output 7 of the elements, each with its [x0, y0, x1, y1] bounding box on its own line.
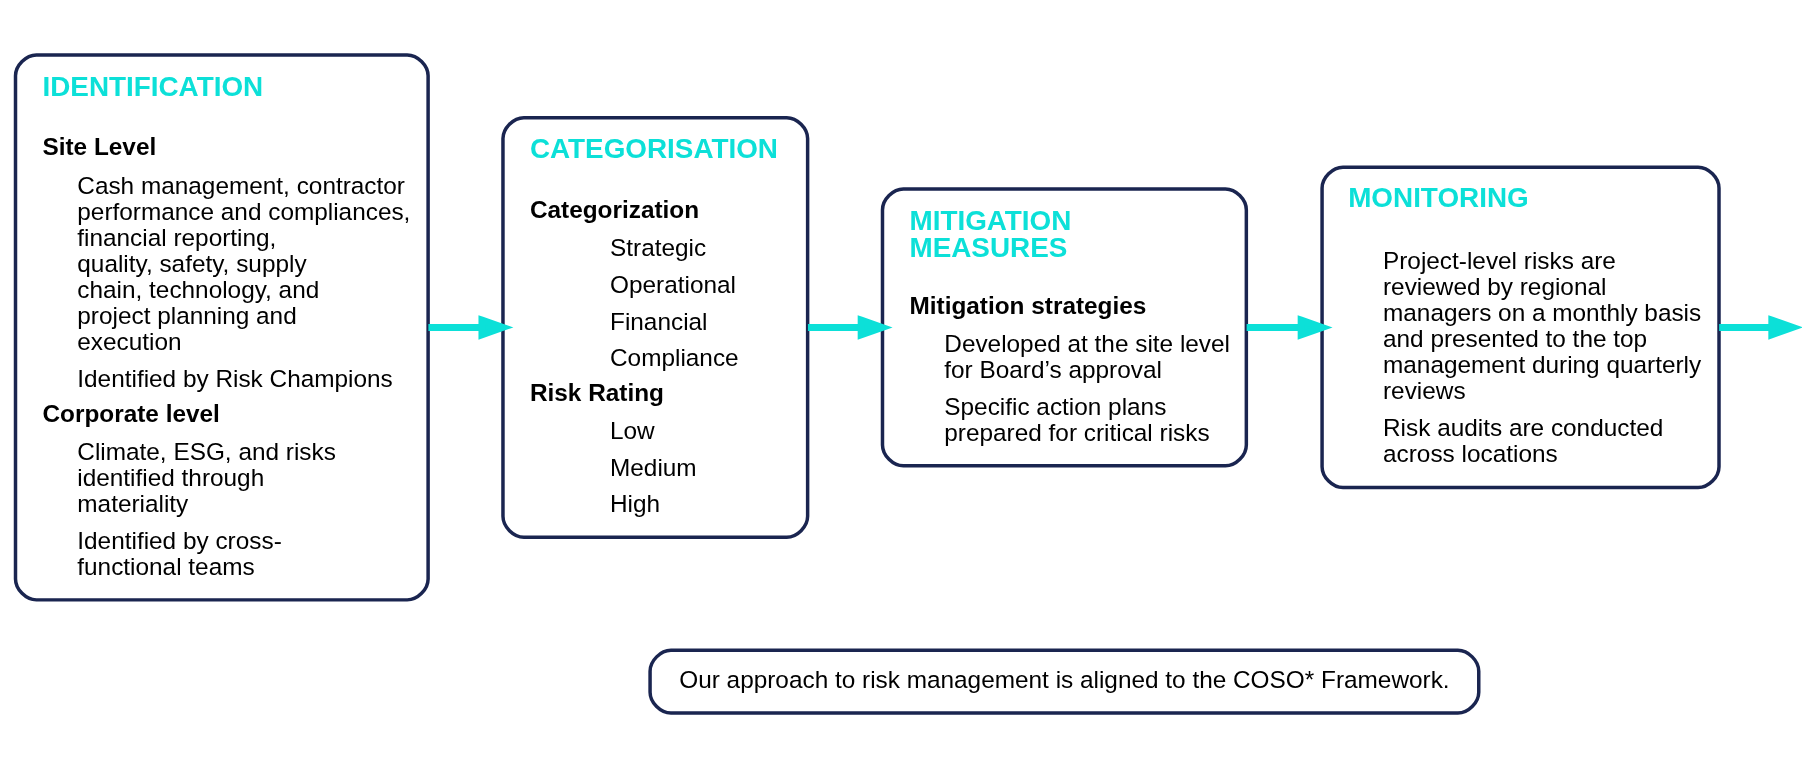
node-box: IDENTIFICATION Site Level Cash management, contractor performance and compliances, financial reporting, quality, safety, supply chain, technology, and project planning and execution Identified by Risk Champions Corporate level Climate, ESG, and risks identified through materiality Identified by cross-functional teams: [13, 52, 430, 602]
node-box: MONITORING Project-level risks are reviewed by regional managers on a monthly basis and presented to the top management during quarterly reviews Risk audits are conducted across locations: [1320, 165, 1721, 489]
node-box: CATEGORISATION Categorization Strategic Operational Financial Compliance Risk Rating Low Medium High: [501, 115, 810, 539]
arrow: [807, 314, 893, 340]
arrow: [1246, 314, 1333, 340]
node-box: Our approach to risk management is aligned to the COSO* Framework.: [648, 648, 1481, 715]
node-box: MITIGATION MEASURES Mitigation strategies Developed at the site level for Board’s approval Specific action plans prepared for critical risks: [880, 186, 1249, 468]
